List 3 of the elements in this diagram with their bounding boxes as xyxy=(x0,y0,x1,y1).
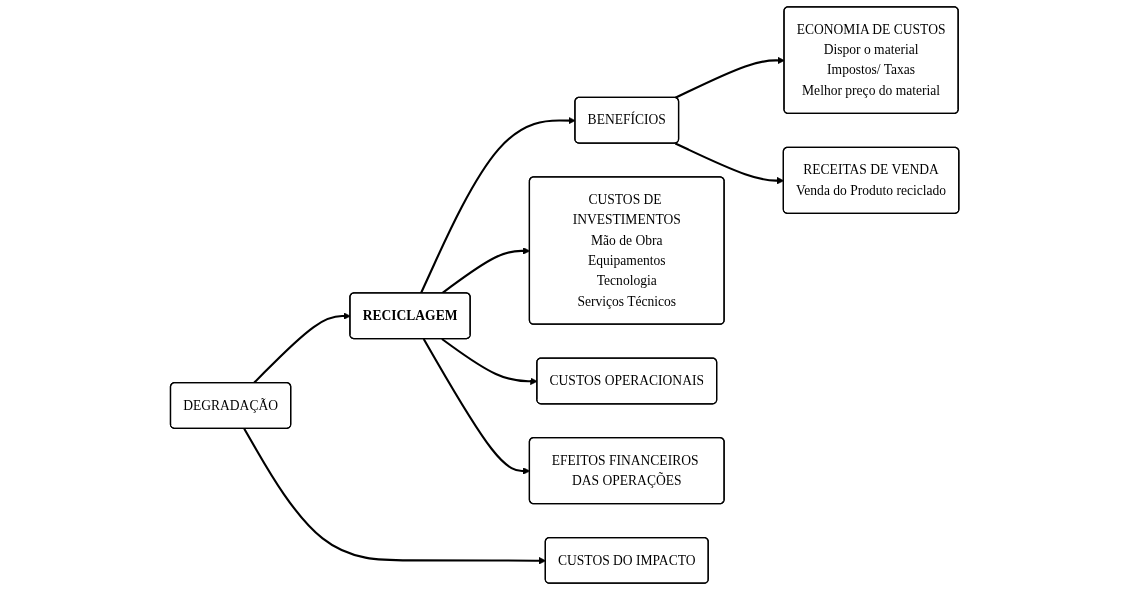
arrow xyxy=(674,142,784,185)
arrow xyxy=(243,428,546,565)
arrow xyxy=(422,338,530,475)
